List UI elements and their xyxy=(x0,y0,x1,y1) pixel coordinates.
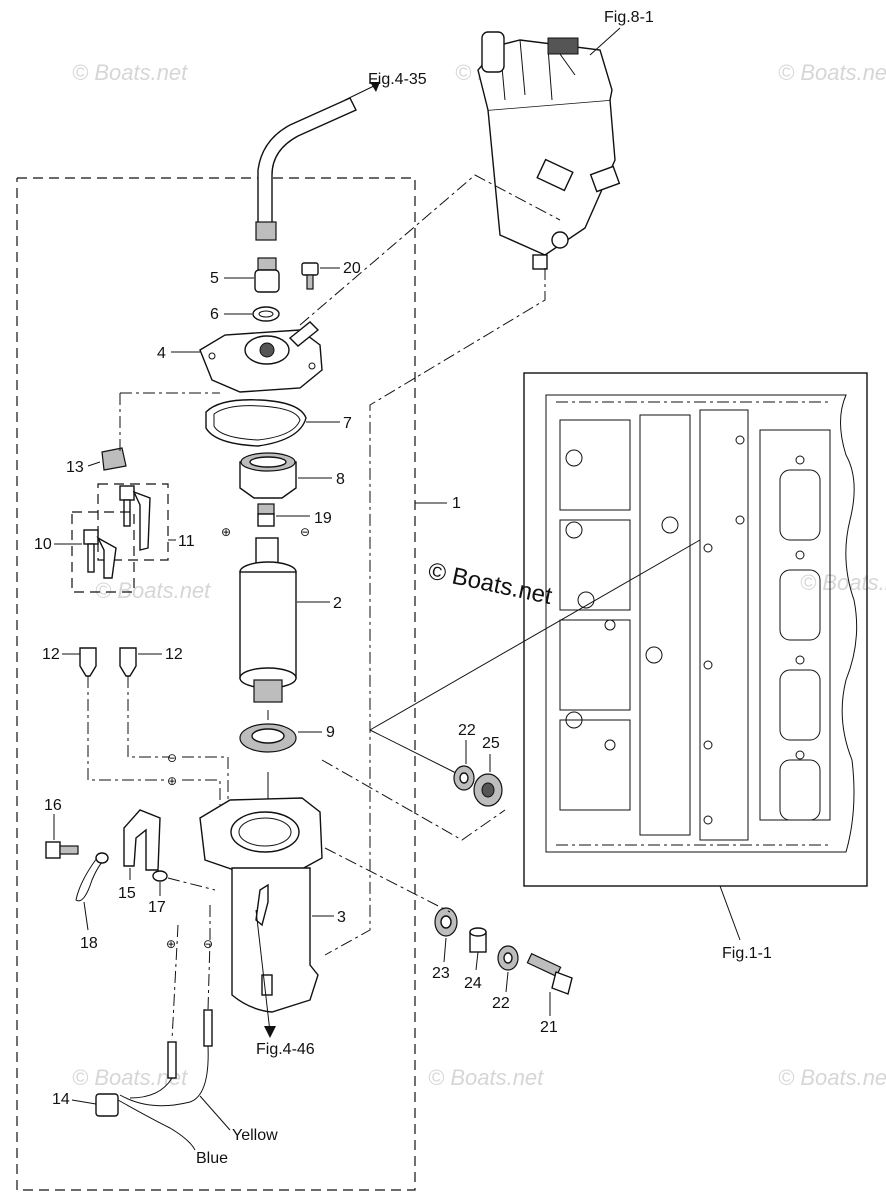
center-watermark: © Boats.net xyxy=(426,557,555,610)
part-4-label: 4 xyxy=(157,345,166,362)
part-22-washer-lower xyxy=(497,945,519,971)
polarity-minus: ⊖ xyxy=(300,525,310,539)
part-22a-label: 22 xyxy=(458,722,476,739)
part-25-label: 25 xyxy=(482,735,500,752)
part-21-label: 21 xyxy=(540,1019,558,1036)
part-25-grommet xyxy=(473,773,503,807)
polarity-plus: ⊕ xyxy=(167,774,177,788)
part-12b-label: 12 xyxy=(165,646,183,663)
engine-block xyxy=(545,394,858,853)
part-6-label: 6 xyxy=(210,306,219,323)
part-13-cap xyxy=(101,447,127,471)
wire-yellow-label: Yellow xyxy=(232,1127,278,1144)
part-9-grommet xyxy=(239,723,297,753)
polarity-minus: ⊖ xyxy=(203,937,213,951)
part-12-cap-right xyxy=(119,647,137,677)
watermark: © Boats.net xyxy=(428,1065,544,1090)
part-2-label: 2 xyxy=(333,595,342,612)
part-4-cover xyxy=(199,321,323,393)
watermark: © Boats.net xyxy=(95,578,211,603)
part-2-fuel-pump xyxy=(239,537,297,703)
watermark: © Boats.net xyxy=(778,60,886,85)
part-3-pump-housing xyxy=(199,797,323,1013)
vapor-separator-tank xyxy=(477,31,621,270)
part-8-nut xyxy=(239,452,297,499)
part-11-group xyxy=(97,483,169,561)
part-17-washer xyxy=(152,870,168,882)
part-10-label: 10 xyxy=(34,536,52,553)
polarity-minus: ⊖ xyxy=(167,751,177,765)
ref-fig-1-1: Fig.1-1 xyxy=(722,945,772,962)
part-19-filter xyxy=(257,503,275,527)
part-24-collar xyxy=(469,927,487,953)
part-14-label: 14 xyxy=(52,1091,70,1108)
part-5-label: 5 xyxy=(210,270,219,287)
wire-blue-label: Blue xyxy=(196,1150,228,1167)
part-12-cap-left xyxy=(79,647,97,677)
part-9-label: 9 xyxy=(326,724,335,741)
part-10-group xyxy=(71,511,135,593)
part-16-label: 16 xyxy=(44,797,62,814)
part-19-label: 19 xyxy=(314,510,332,527)
polarity-plus: ⊕ xyxy=(166,937,176,951)
part-13-label: 13 xyxy=(66,459,84,476)
part-22-washer-upper xyxy=(453,765,475,791)
part-8-label: 8 xyxy=(336,471,345,488)
part-5-fitting xyxy=(254,257,280,293)
watermark: © Boats.net xyxy=(72,60,188,85)
part-15-bracket xyxy=(123,809,161,871)
part-23-spacer xyxy=(434,907,458,937)
ref-fig-8-1: Fig.8-1 xyxy=(604,9,654,26)
part-23-label: 23 xyxy=(432,965,450,982)
part-7-label: 7 xyxy=(343,415,352,432)
part-20-label: 20 xyxy=(343,260,361,277)
ref-fig-4-46: Fig.4-46 xyxy=(256,1041,315,1058)
part-10-terminal xyxy=(83,529,117,579)
part-18-label: 18 xyxy=(80,935,98,952)
engine-block-frame xyxy=(523,372,868,887)
watermark: © Boats.net xyxy=(800,570,886,595)
part-20-screw xyxy=(301,262,319,290)
part-16-bolt xyxy=(45,841,79,859)
polarity-plus: ⊕ xyxy=(221,525,231,539)
ref-fig-4-35: Fig.4-35 xyxy=(368,71,427,88)
part-18-clip xyxy=(75,853,105,902)
part-3-label: 3 xyxy=(337,909,346,926)
watermark: © Boats.net xyxy=(778,1065,886,1090)
part-11-label: 11 xyxy=(178,533,195,550)
part-12a-label: 12 xyxy=(42,646,60,663)
assembly-boundary xyxy=(16,177,416,1191)
part-1-label: 1 xyxy=(452,495,461,512)
part-11-terminal xyxy=(119,485,151,551)
part-6-oring xyxy=(252,306,280,322)
part-7-gasket xyxy=(205,399,307,447)
part-24-label: 24 xyxy=(464,975,482,992)
fuel-hose xyxy=(255,97,357,241)
part-15-label: 15 xyxy=(118,885,136,902)
part-21-bolt xyxy=(526,952,573,995)
part-22b-label: 22 xyxy=(492,995,510,1012)
part-14-wire-harness xyxy=(95,1009,213,1151)
part-17-label: 17 xyxy=(148,899,166,916)
